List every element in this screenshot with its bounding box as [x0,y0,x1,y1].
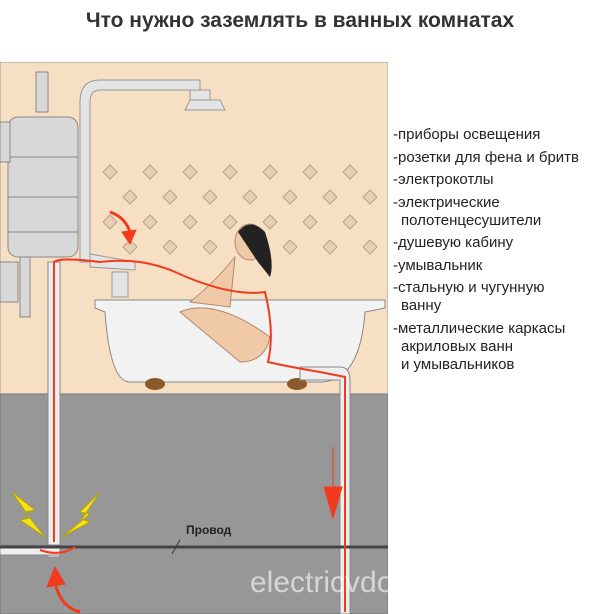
water-heater [0,71,79,318]
list-item: -стальную и чугунную ванну [393,279,545,314]
page-title: Что нужно заземлять в ванных комнатах [85,9,515,32]
tile [222,164,238,180]
floor [0,393,388,614]
tile [362,189,378,205]
spark-icon [11,491,101,538]
tile [182,164,198,180]
list-item: -приборы освещения [393,126,541,143]
list-item: -душевую кабину [393,234,514,251]
tile [302,214,318,230]
tile [322,239,338,255]
list-item: -электрические полотенцесушители [393,193,542,229]
list-item: -электрокотлы [393,171,494,188]
tile [162,189,178,205]
wire-pointer [171,539,181,555]
hair [238,224,272,277]
wire-label: Провод [186,523,232,537]
tile [342,164,358,180]
tile [102,164,118,180]
tile [202,189,218,205]
bathroom-illustration: Провод electricvdome.ru [0,62,388,614]
tile [122,239,138,255]
tile [202,239,218,255]
tile [262,164,278,180]
tile [142,164,158,180]
tile [342,214,358,230]
tile [102,214,118,230]
shower-pipe [79,79,226,298]
tile [142,214,158,230]
current-path [39,258,346,612]
tile [302,164,318,180]
list-item: -розетки для фена и бритв [393,148,580,166]
tile [322,189,338,205]
wall-tiles [102,164,378,255]
current-arrow [46,210,343,614]
list-item: -умывальник [393,256,483,274]
tile [162,239,178,255]
watermark: electricvdome.ru [250,566,388,599]
tile [362,239,378,255]
floor-pipe [0,544,61,556]
grounding-list: -приборы освещения -розетки для фена и б… [393,126,579,378]
tile [282,239,298,255]
tile [242,189,258,205]
tile [222,214,238,230]
tile [282,189,298,205]
list-item: -металлические каркасы акриловых ванн и … [393,319,566,373]
tile [182,214,198,230]
tile [262,214,278,230]
tile [122,189,138,205]
